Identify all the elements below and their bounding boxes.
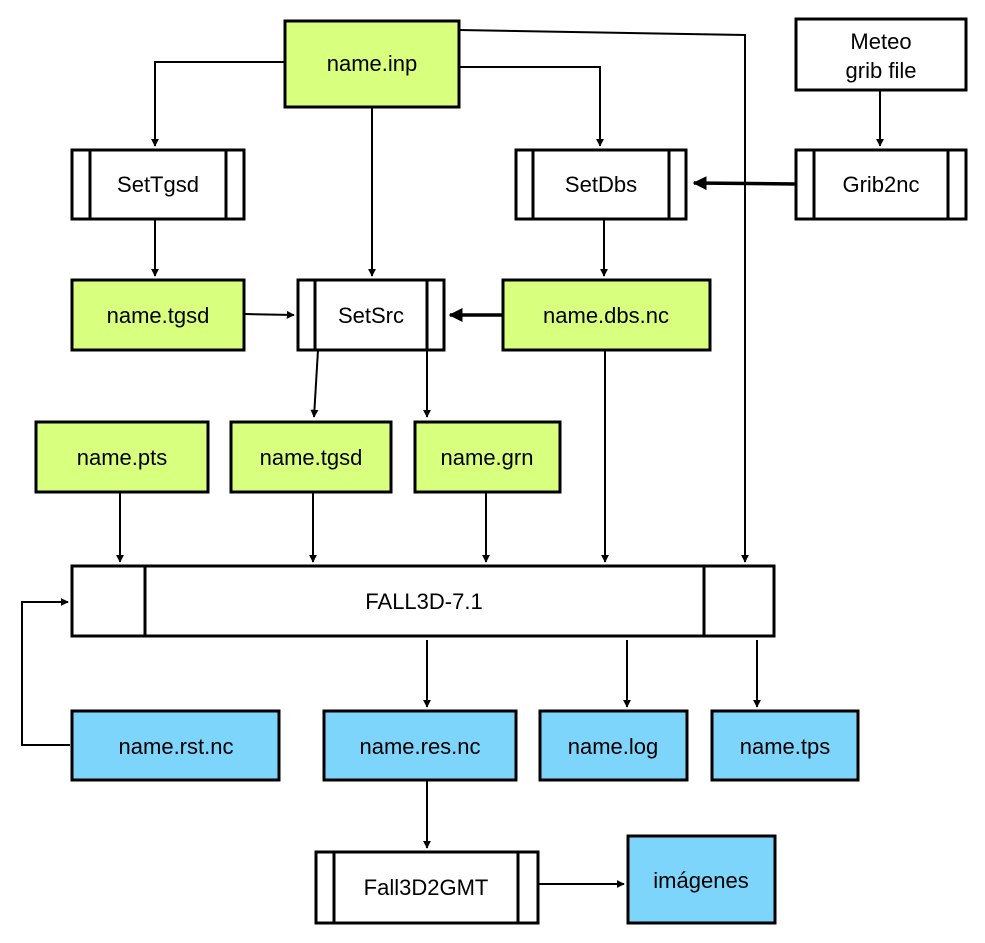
- node-label: name.grn: [441, 445, 534, 470]
- node-label: name.res.nc: [359, 734, 480, 759]
- node-name-log[interactable]: name.log: [538, 709, 689, 782]
- node-label: SetDbs: [565, 172, 637, 197]
- node-name-pts[interactable]: name.pts: [34, 420, 210, 494]
- node-label: imágenes: [653, 868, 748, 893]
- node-meteo-grib-file[interactable]: Meteo grib file: [794, 17, 968, 92]
- edge-inp-to-setdbs: [459, 66, 604, 147]
- node-setdbs[interactable]: SetDbs: [514, 148, 688, 221]
- node-name-grn[interactable]: name.grn: [413, 420, 562, 494]
- node-label: Fall3D2GMT: [364, 875, 489, 900]
- edge-inp-to-fall3d: [458, 29, 749, 563]
- node-label: name.tgsd: [260, 445, 363, 470]
- node-label: Grib2nc: [842, 172, 919, 197]
- node-label: name.rst.nc: [119, 734, 234, 759]
- node-name-tps[interactable]: name.tps: [710, 709, 860, 782]
- node-setsrc[interactable]: SetSrc: [296, 278, 446, 352]
- node-name-dbs-nc[interactable]: name.dbs.nc: [501, 278, 712, 352]
- node-name-inp[interactable]: name.inp: [283, 19, 461, 109]
- node-label-line-2: grib file: [846, 58, 917, 83]
- node-label: name.tgsd: [107, 303, 210, 328]
- node-label: SetTgsd: [117, 172, 199, 197]
- node-name-tgsd-2[interactable]: name.tgsd: [229, 420, 393, 494]
- edge-rstnc-to-fall3d: [21, 598, 70, 746]
- node-imagenes[interactable]: imágenes: [626, 834, 777, 925]
- node-label: name.inp: [327, 51, 418, 76]
- node-label: name.log: [568, 734, 659, 759]
- node-settgsd[interactable]: SetTgsd: [70, 148, 246, 221]
- node-name-tgsd-1[interactable]: name.tgsd: [70, 278, 246, 352]
- node-label-line-1: Meteo: [850, 29, 911, 54]
- edge-tgsd-to-setsrc: [243, 310, 295, 319]
- edges: [21, 29, 884, 888]
- node-fall3d2gmt[interactable]: Fall3D2GMT: [314, 850, 540, 925]
- node-grib2nc[interactable]: Grib2nc: [794, 148, 968, 221]
- node-label: FALL3D-7.1: [365, 589, 482, 614]
- node-fall3d[interactable]: FALL3D-7.1: [70, 564, 776, 638]
- node-label: name.dbs.nc: [543, 303, 669, 328]
- node-label: name.pts: [77, 445, 168, 470]
- node-label: name.tps: [740, 734, 831, 759]
- edge-inp-to-settgsd: [151, 61, 285, 147]
- edge-grib2nc-to-setdbs: [692, 176, 797, 191]
- edge-setsrc-to-tgsd2: [310, 349, 319, 418]
- node-name-rst-nc[interactable]: name.rst.nc: [70, 709, 281, 782]
- node-label: SetSrc: [338, 303, 404, 328]
- node-name-res-nc[interactable]: name.res.nc: [322, 709, 518, 782]
